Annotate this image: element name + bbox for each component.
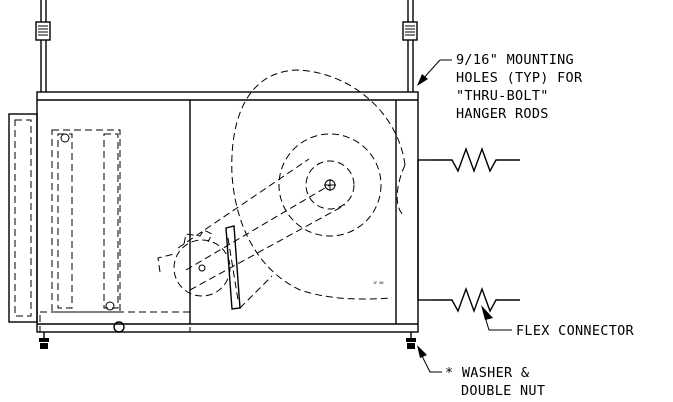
coil-section [39, 129, 191, 333]
drain-pan [39, 311, 191, 333]
mounting-holes-leader [417, 59, 452, 86]
flex-connector-leader [481, 305, 512, 331]
flex-connector-callout: FLEX CONNECTOR [516, 323, 635, 339]
coil-fitting-bottom [105, 301, 115, 311]
cabinet [36, 91, 419, 333]
flex-connector [433, 146, 520, 314]
washer-callout-line-2: DOUBLE NUT [461, 383, 545, 399]
fan-pulley [305, 160, 355, 210]
mounting-callout-line-3: "THRU-BOLT" [456, 88, 549, 104]
hanger-rod-right [402, 0, 418, 92]
drain-connection [113, 321, 125, 333]
blower-housing [231, 69, 406, 300]
mounting-callout-line-4: HANGER RODS [456, 106, 549, 122]
discharge-collar [417, 159, 433, 301]
belt-drive [177, 158, 346, 291]
motor-shaft [198, 264, 206, 272]
washer-callout-line-1: * WASHER & [445, 365, 530, 381]
hanger-rod-left [35, 0, 51, 92]
coil-fitting-top [60, 133, 70, 143]
washer-nut-left [39, 332, 49, 349]
stamp-text: 1F 00 [373, 281, 384, 285]
mounting-callout-line-2: HOLES (TYP) FOR [456, 70, 583, 86]
filter-rack [8, 113, 38, 323]
washer-callout: * WASHER & DOUBLE NUT [445, 365, 545, 399]
washer-leader [417, 345, 442, 373]
washer-nut-right [406, 332, 416, 349]
fan-wheel [278, 133, 382, 237]
motor-body [173, 239, 231, 297]
mounting-holes-callout: 9/16" MOUNTING HOLES (TYP) FOR "THRU-BOL… [456, 52, 583, 122]
mounting-callout-line-1: 9/16" MOUNTING [456, 52, 574, 68]
motor-assembly [157, 225, 273, 310]
